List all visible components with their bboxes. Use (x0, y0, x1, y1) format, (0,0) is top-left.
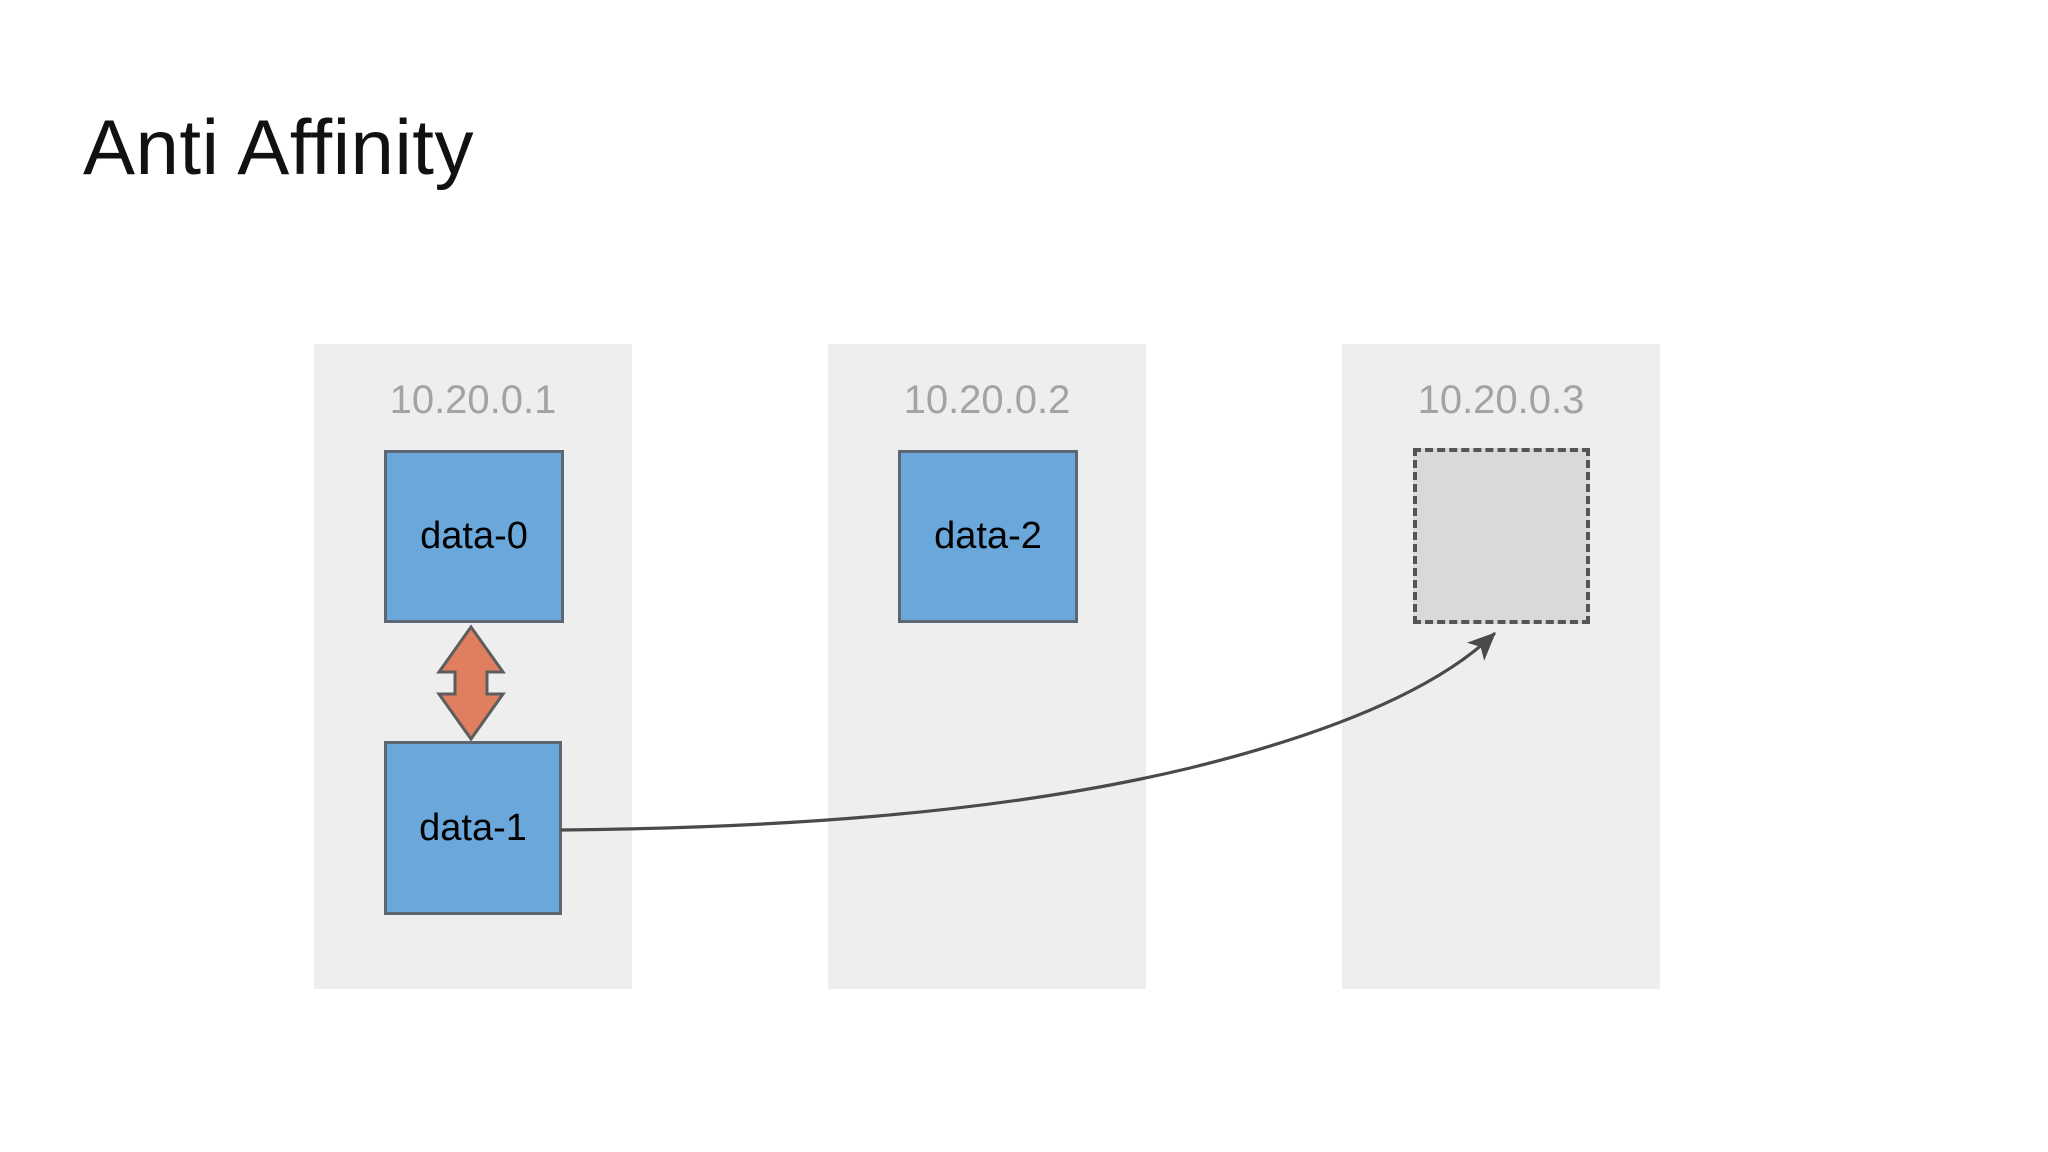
node-column-3: 10.20.0.3 (1342, 344, 1660, 989)
node-ip-label-3: 10.20.0.3 (1417, 378, 1585, 422)
pod-box-data-2[interactable]: data-2 (898, 450, 1078, 623)
node-column-1: 10.20.0.1 data-0 data-1 (314, 344, 632, 989)
pod-box-data-0[interactable]: data-0 (384, 450, 564, 623)
pod-slot-empty-placeholder[interactable] (1413, 448, 1590, 624)
page-title: Anti Affinity (83, 103, 474, 191)
pod-box-data-1[interactable]: data-1 (384, 741, 562, 915)
node-ip-label-2: 10.20.0.2 (903, 378, 1071, 422)
node-ip-label-1: 10.20.0.1 (389, 378, 557, 422)
pod-label-data-1: data-1 (419, 806, 527, 849)
node-column-2: 10.20.0.2 data-2 (828, 344, 1146, 989)
pod-label-data-0: data-0 (420, 515, 528, 557)
pod-label-data-2: data-2 (934, 515, 1042, 557)
